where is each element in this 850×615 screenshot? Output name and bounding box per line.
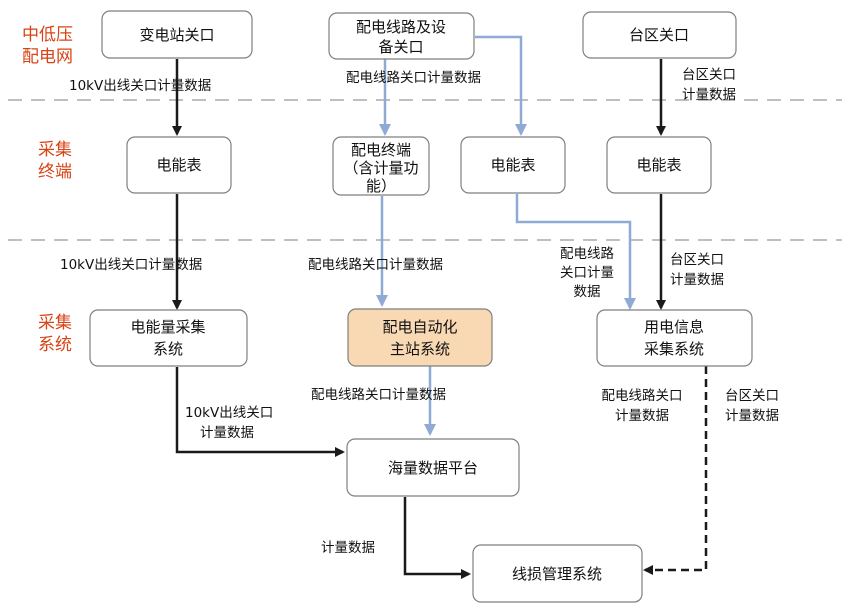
node-consumer-system-label-1: 用电信息: [644, 318, 704, 336]
node-substation-gateway: 变电站关口: [101, 10, 253, 59]
node-energy-system: 电能量采集 系统: [89, 309, 248, 367]
label-kv-top: 10kV出线关口计量数据: [69, 78, 211, 94]
label-area-mid-2: 计量数据: [670, 272, 724, 288]
label-feeder-top: 配电线路关口计量数据: [346, 70, 481, 86]
node-big-data-label: 海量数据平台: [388, 459, 478, 477]
label-kv-mid: 10kV出线关口计量数据: [60, 257, 202, 273]
node-meter-right-label: 电能表: [636, 156, 681, 174]
label-feeder-right-2: 关口计量: [560, 265, 614, 281]
node-meter-mid-label: 电能表: [490, 156, 535, 174]
layer-system-title-2: 系统: [38, 335, 72, 355]
node-feeder-gateway-label-2: 备关口: [378, 38, 423, 56]
node-da-master-label-2: 主站系统: [390, 340, 450, 358]
node-meter-mid: 电能表: [460, 136, 566, 194]
node-big-data: 海量数据平台: [346, 438, 520, 497]
node-energy-system-label-1: 电能量采集: [130, 318, 205, 336]
label-area-top-1: 台区关口: [682, 67, 736, 83]
node-area-gateway-label: 台区关口: [629, 26, 689, 44]
node-da-master: 配电自动化 主站系统: [347, 308, 493, 367]
layer-system-title-1: 采集: [38, 313, 72, 333]
edge-bigdata-to-lineloss: [403, 497, 471, 579]
node-dist-terminal-label-3: 能）: [366, 177, 396, 195]
edge-feeder-to-meter-mid: [475, 35, 527, 136]
label-area-low-1: 台区关口: [725, 388, 779, 404]
label-kv-low-1: 10kV出线关口: [185, 405, 273, 421]
edge-meter-mid-to-consumer-system: [515, 194, 636, 310]
node-meter-left: 电能表: [126, 136, 232, 194]
node-da-master-label-1: 配电自动化: [382, 318, 457, 336]
label-meter-data: 计量数据: [321, 540, 375, 556]
layer-terminal-title-2: 终端: [38, 162, 72, 182]
node-feeder-gateway: 配电线路及设 备关口: [328, 12, 475, 60]
node-meter-left-label: 电能表: [156, 156, 201, 174]
node-dist-terminal: 配电终端 （含计量功 能）: [332, 136, 430, 196]
node-dist-terminal-label-2: （含计量功: [343, 159, 418, 177]
node-consumer-system: 用电信息 采集系统: [596, 309, 753, 367]
edge-consumer-system-to-lineloss: [643, 366, 708, 575]
label-feeder-right-3: 数据: [574, 284, 601, 300]
layer-terminal-title-1: 采集: [38, 140, 72, 160]
node-feeder-gateway-label-1: 配电线路及设: [356, 18, 446, 36]
node-substation-gateway-label: 变电站关口: [139, 26, 214, 44]
label-feeder-low-right-1: 配电线路关口: [602, 388, 683, 404]
label-feeder-low-right-2: 计量数据: [615, 408, 669, 424]
label-area-low-2: 计量数据: [725, 408, 779, 424]
label-area-top-2: 计量数据: [682, 87, 736, 103]
node-consumer-system-label-2: 采集系统: [644, 340, 704, 358]
node-meter-right: 电能表: [606, 136, 712, 194]
node-dist-terminal-label-1: 配电终端: [351, 141, 411, 159]
layer-grid-title-2: 配电网: [22, 47, 73, 67]
node-energy-system-label-2: 系统: [153, 340, 183, 358]
label-kv-low-2: 计量数据: [200, 425, 254, 441]
layer-grid-title-1: 中低压: [22, 25, 73, 45]
label-feeder-mid: 配电线路关口计量数据: [308, 257, 443, 273]
node-area-gateway: 台区关口: [582, 11, 737, 59]
label-area-mid-1: 台区关口: [670, 252, 724, 268]
label-feeder-right-1: 配电线路: [560, 246, 614, 262]
label-feeder-low: 配电线路关口计量数据: [311, 387, 446, 403]
node-line-loss: 线损管理系统: [472, 544, 643, 603]
edge-energy-system-to-bigdata: [175, 367, 345, 457]
node-line-loss-label: 线损管理系统: [512, 565, 602, 583]
